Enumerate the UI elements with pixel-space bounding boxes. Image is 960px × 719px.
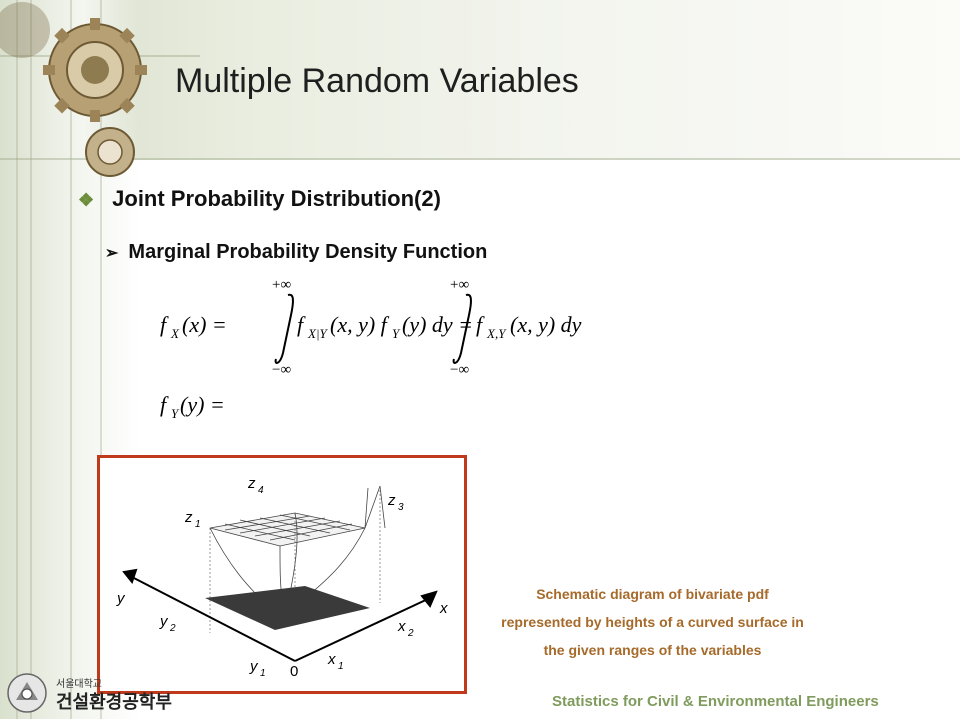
deco-line <box>0 158 960 160</box>
formula-term1: f <box>297 312 306 337</box>
bivariate-surface-diagram: z 4 z 1 z 3 y x y 2 x 2 y 1 0 x 1 <box>116 475 448 680</box>
label-z1-sub: 1 <box>195 519 201 530</box>
header-band <box>0 0 960 160</box>
page-title: Multiple Random Variables <box>175 62 579 100</box>
label-y2: y <box>159 613 169 630</box>
label-y1: y <box>249 658 259 675</box>
bivariate-figure-frame: z 4 z 1 z 3 y x y 2 x 2 y 1 0 x 1 <box>97 455 467 694</box>
formula-term2-rest: (x, y) dy <box>510 312 582 337</box>
deco-line <box>30 0 32 719</box>
integral-upper-limit-2: +∞ <box>450 277 469 293</box>
figure-caption: Schematic diagram of bivariate pdf repre… <box>480 580 825 664</box>
formula-term2-sub: X,Y <box>486 326 507 341</box>
label-z3-sub: 3 <box>398 502 404 513</box>
label-origin: 0 <box>290 663 298 680</box>
integral-sign-icon <box>274 293 294 364</box>
department-logo: 서울대학교 건설환경공학부 <box>6 672 206 716</box>
logo-university-name: 서울대학교 <box>56 679 102 690</box>
label-x2: x <box>397 618 406 635</box>
label-z3: z <box>387 492 396 509</box>
label-z1: z <box>184 509 193 526</box>
diamond-bullet-icon: ❖ <box>78 190 95 210</box>
marginal-pdf-formula: f X (x) = +∞ −∞ f X|Y (x, y) f Y (y) dy … <box>160 277 582 375</box>
label-y-axis: y <box>116 590 126 607</box>
caption-line: the given ranges of the variables <box>543 642 762 658</box>
label-z4-sub: 4 <box>258 485 264 496</box>
caption-line: Schematic diagram of bivariate pdf <box>536 586 769 602</box>
integral-lower-limit: −∞ <box>272 362 291 375</box>
formula-lhs-arg: (x) = <box>182 312 227 337</box>
bullet-heading: ❖ Joint Probability Distribution(2) <box>78 186 441 212</box>
formula-term1-sub2: Y <box>392 326 401 341</box>
logo-department-name: 건설환경공학부 <box>56 692 172 712</box>
formula-term1-rest2: (y) dy = <box>402 312 473 337</box>
formula-lhs: f <box>160 312 169 337</box>
footer-course-title: Statistics for Civil & Environmental Eng… <box>552 693 879 710</box>
formula-term1-sub: X|Y <box>307 326 329 341</box>
integral-sign-icon <box>452 293 472 364</box>
label-z4: z <box>247 475 256 492</box>
bullet-heading-text: Joint Probability Distribution(2) <box>112 186 441 211</box>
sub-bullet: ➢ Marginal Probability Density Function <box>105 241 487 264</box>
caption-line: represented by heights of a curved surfa… <box>501 614 804 630</box>
label-y2-sub: 2 <box>169 623 176 634</box>
marginal-y-formula: f Y (y) = <box>160 392 225 421</box>
formula-term2: f <box>476 312 485 337</box>
label-y1-sub: 1 <box>260 668 266 679</box>
formula2-lhs-sub: Y <box>171 406 180 421</box>
deco-line <box>70 0 72 719</box>
shaded-region <box>205 586 370 630</box>
formula2-lhs: f <box>160 392 169 417</box>
label-x1-sub: 1 <box>338 661 344 672</box>
sub-bullet-text: Marginal Probability Density Function <box>128 241 488 263</box>
formula-term1-rest: (x, y) f <box>330 312 390 337</box>
gears-icon <box>0 2 147 177</box>
formula-lhs-sub: X <box>170 326 180 341</box>
arrow-bullet-icon: ➢ <box>105 245 119 262</box>
university-emblem-icon <box>7 673 47 713</box>
label-x1: x <box>327 651 336 668</box>
label-x-axis: x <box>439 600 448 617</box>
deco-line <box>100 0 102 719</box>
integral-lower-limit-2: −∞ <box>450 362 469 375</box>
formula2-rest: (y) = <box>180 392 225 417</box>
integral-upper-limit: +∞ <box>272 277 291 293</box>
label-x2-sub: 2 <box>407 628 414 639</box>
deco-line <box>16 0 18 719</box>
